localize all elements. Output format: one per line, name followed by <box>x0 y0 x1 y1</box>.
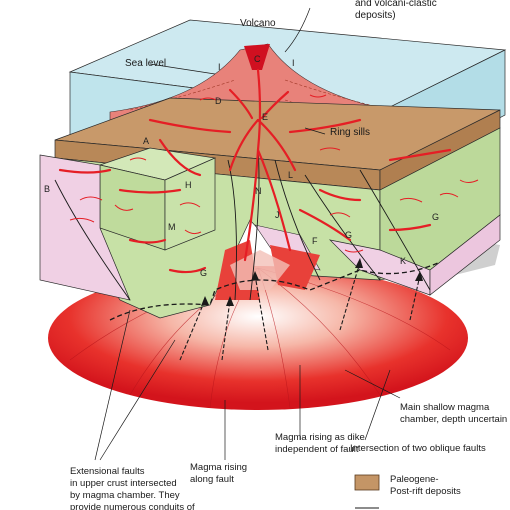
central-fault-wedge-right <box>270 245 320 290</box>
letter-k: K <box>400 256 407 266</box>
magma-veins-thin <box>69 94 479 253</box>
letter-d: D <box>215 96 222 106</box>
fault-block-step-side <box>164 157 216 251</box>
letter-i-left: I <box>218 62 221 72</box>
letter-e: E <box>262 112 269 122</box>
letter-m: M <box>168 222 176 232</box>
extensional-annotation-4: provide numerous conduits of <box>70 502 195 510</box>
letter-g-right: G <box>432 212 440 222</box>
basement-left-wedge <box>39 154 131 301</box>
legend-label-post-rift-1: Paleogene- <box>390 474 439 485</box>
rising-annotation-2: along fault <box>190 474 234 485</box>
dike-annotation-1: Magma rising as dike <box>275 432 365 443</box>
arrow-heads <box>201 258 423 306</box>
extensional-annotation-1: Extensional faults <box>70 466 145 477</box>
main-chamber-annotation-2: chamber, depth uncertain <box>400 414 508 425</box>
letter-h: H <box>185 180 192 190</box>
magma-rising-arrows <box>179 261 421 361</box>
sea-level-label: Sea level <box>125 58 167 69</box>
magma-dikes <box>58 68 452 274</box>
letter-g-left: G <box>200 268 208 278</box>
rising-annotation-1: Magma rising <box>190 462 248 473</box>
main-chamber-annotation-1: Main shallow magma <box>400 402 490 413</box>
extensional-annotation-2: in upper crust intersected <box>70 478 177 489</box>
letter-g-center: G <box>345 230 353 240</box>
letter-j: J <box>275 210 280 220</box>
dike-annotation-2: independent of fault <box>275 444 359 455</box>
extensional-annotation-3: by magma chamber. They <box>70 490 180 501</box>
intersection-annotation: Intersection of two oblique faults <box>350 443 486 454</box>
letter-c: C <box>254 54 261 64</box>
letter-l: L <box>288 170 294 180</box>
legend-swatch-post-rift <box>354 474 380 491</box>
basement-right-side <box>429 214 501 296</box>
leader-lines <box>94 7 401 461</box>
letter-b: B <box>44 184 51 194</box>
volcano-crater <box>244 44 270 70</box>
top-partial-label-2: deposits) <box>355 10 396 21</box>
volcano-label: Volcano <box>240 18 276 29</box>
letter-a: A <box>143 136 150 146</box>
top-partial-label: and volcani-clastic <box>355 0 437 9</box>
letter-i-right: I <box>292 58 295 68</box>
letter-n: N <box>255 186 262 196</box>
ring-sills-label: Ring sills <box>330 127 371 138</box>
letter-f: F <box>312 236 318 246</box>
legend-label-post-rift-2: Post-rift deposits <box>390 486 461 497</box>
